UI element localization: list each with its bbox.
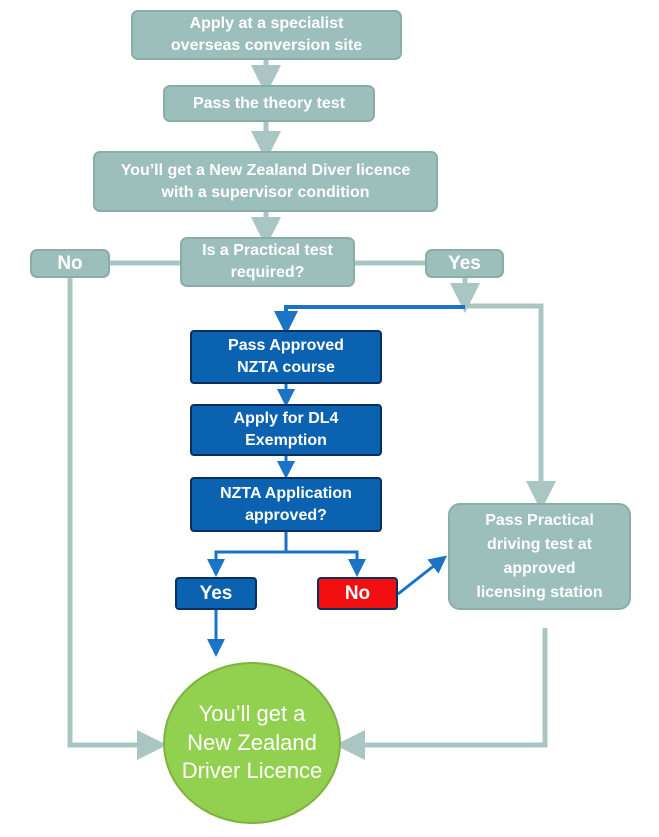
pass-theory-box: Pass the theory test	[163, 85, 375, 122]
yes-answer-box: Yes	[425, 249, 504, 278]
approved-course-box: Pass Approved NZTA course	[190, 330, 382, 384]
apply-dl4-box: Apply for DL4 Exemption	[190, 404, 382, 456]
final-licence-label: You’ll get a New Zealand Driver Licence	[181, 701, 323, 784]
arrow-split-to-no	[286, 550, 366, 577]
approved-course-label: Pass Approved NZTA course	[228, 337, 344, 376]
yes-approved-box: Yes	[175, 577, 257, 610]
apply-dl4-label: Apply for DL4 Exemption	[233, 410, 339, 449]
yes-approved-label: Yes	[199, 582, 233, 604]
nzta-approved-label: NZTA Application approved?	[220, 484, 352, 524]
arrow-practical-to-final	[335, 628, 548, 760]
practical-required-label: Is a Practical test required?	[202, 242, 333, 281]
no-answer-label: No	[57, 252, 83, 274]
nz-licence-supervisor-box: You’ll get a New Zealand Diver licence w…	[93, 151, 438, 212]
final-licence-circle: You’ll get a New Zealand Driver Licence	[163, 662, 341, 824]
arrow-yes-to-practical	[465, 303, 556, 511]
line-approved-split	[207, 532, 288, 577]
practical-test-label: Pass Practical driving test at approved …	[476, 511, 603, 601]
nz-licence-supervisor-label: You’ll get a New Zealand Diver licence w…	[120, 161, 411, 201]
apply-specialist-box: Apply at a specialist overseas conversio…	[131, 10, 402, 60]
arrow-no-to-final	[67, 278, 167, 760]
arrow-no-to-practical	[397, 555, 448, 596]
arrow-yes-to-course	[274, 305, 465, 335]
yes-answer-label: Yes	[448, 252, 481, 274]
practical-test-box: Pass Practical driving test at approved …	[448, 503, 631, 610]
apply-specialist-label: Apply at a specialist overseas conversio…	[170, 15, 363, 54]
no-answer-box: No	[30, 249, 110, 278]
nzta-approved-box: NZTA Application approved?	[190, 477, 382, 532]
practical-required-box: Is a Practical test required?	[180, 237, 355, 287]
no-approved-box: No	[317, 577, 398, 610]
no-approved-label: No	[344, 582, 371, 604]
pass-theory-label: Pass the theory test	[192, 94, 346, 112]
